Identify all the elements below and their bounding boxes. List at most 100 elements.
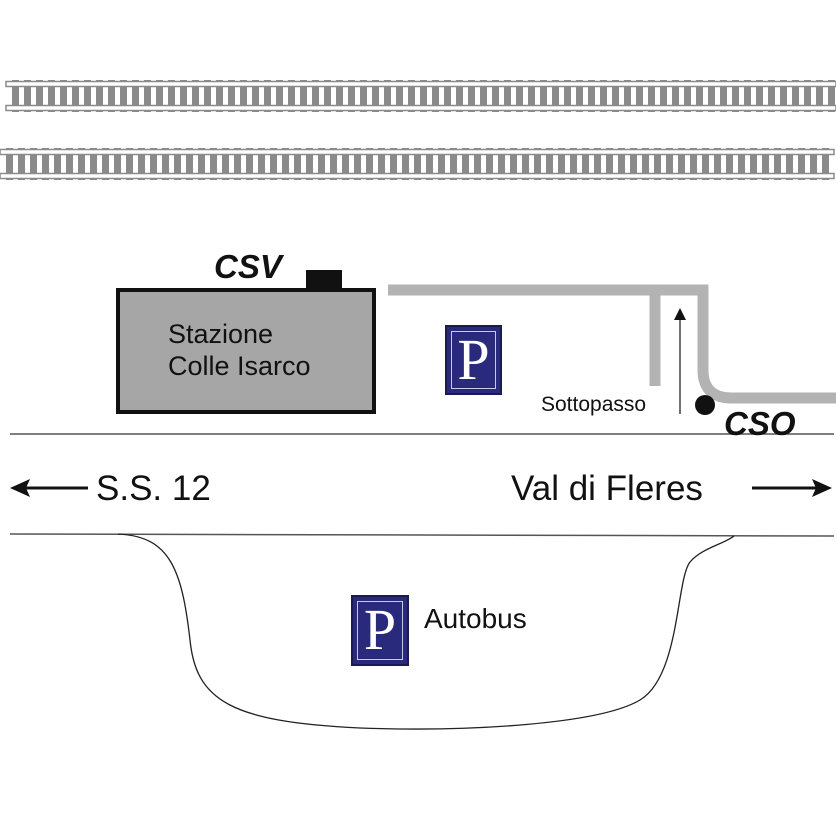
railway-tie [504, 80, 511, 112]
railway-tie [432, 80, 439, 112]
railway-tie [90, 148, 97, 180]
railway-tie [402, 148, 409, 180]
railway-tie [714, 148, 721, 180]
parking-letter: P [363, 597, 397, 662]
railway-tie [180, 80, 187, 112]
railway-tie [96, 80, 103, 112]
railway-tie [186, 148, 193, 180]
railway-tie [60, 80, 67, 112]
railway-tie [630, 148, 637, 180]
railway-tie [510, 148, 517, 180]
railway-tie [786, 148, 793, 180]
station-building [116, 288, 376, 414]
railway-tie [654, 148, 661, 180]
railway-tie [810, 148, 817, 180]
railway-tie [696, 80, 703, 112]
railway-tie [636, 80, 643, 112]
parking-sign-icon: P [351, 595, 409, 666]
csv-box-icon [306, 270, 342, 288]
railway-tie [120, 80, 127, 112]
railway-tie [426, 148, 433, 180]
csv-label: CSV [214, 248, 282, 285]
railway-tie [624, 80, 631, 112]
railway-tie [348, 80, 355, 112]
railway-tie [642, 148, 649, 180]
cso-label: CSO [724, 405, 796, 442]
railway-tie [174, 148, 181, 180]
railway-tie [132, 80, 139, 112]
railway-tie [198, 148, 205, 180]
railway-tie [456, 80, 463, 112]
road-east-label: Val di Fleres [511, 469, 703, 508]
bus-parking-area [117, 533, 735, 730]
railway-tie [606, 148, 613, 180]
railway-tie [66, 148, 73, 180]
railway-tie [138, 148, 145, 180]
railway-tie [486, 148, 493, 180]
railway-tie [558, 148, 565, 180]
railway-tie [48, 80, 55, 112]
railway-track-bottom [0, 148, 835, 180]
railway-tie [234, 148, 241, 180]
railway-tie [534, 148, 541, 180]
railway-tie [36, 80, 43, 112]
railway-tie [252, 80, 259, 112]
railway-tie [54, 148, 61, 180]
railway-tie [78, 148, 85, 180]
walkway-path [388, 284, 836, 404]
railway-tie [354, 148, 361, 180]
railway-tie [282, 148, 289, 180]
railway-tie [156, 80, 163, 112]
railway-tie [480, 80, 487, 112]
railway-tie [366, 148, 373, 180]
railway-tie [540, 80, 547, 112]
station-label-line2: Colle Isarco [168, 351, 311, 381]
railway-tie [144, 80, 151, 112]
railway-tie [648, 80, 655, 112]
railway-tie [270, 148, 277, 180]
railway-tie [6, 148, 13, 180]
railway-tie [750, 148, 757, 180]
railway-tie [240, 80, 247, 112]
railway-tie [420, 80, 427, 112]
railway-tie [792, 80, 799, 112]
railway-tie [336, 80, 343, 112]
railway-tie [324, 80, 331, 112]
railway-tie [528, 80, 535, 112]
railway-tie [576, 80, 583, 112]
railway-tie [258, 148, 265, 180]
railway-tie [438, 148, 445, 180]
railway-tie [306, 148, 313, 180]
bus-label: Autobus [424, 603, 527, 634]
railway-tie [774, 148, 781, 180]
underpass-label: Sottopasso [541, 393, 647, 416]
railway-tie [390, 148, 397, 180]
railway-tie [222, 148, 229, 180]
railway-tie [210, 148, 217, 180]
railway-tie [150, 148, 157, 180]
railway-tie [600, 80, 607, 112]
railway-tie [780, 80, 787, 112]
railway-tie [546, 148, 553, 180]
railway-tie [738, 148, 745, 180]
railway-tie [216, 80, 223, 112]
railway-tie [522, 148, 529, 180]
railway-rail [0, 172, 835, 180]
railway-tie [330, 148, 337, 180]
railway-tie [822, 148, 829, 180]
railway-tie [72, 80, 79, 112]
railway-tie [108, 80, 115, 112]
railway-tie [498, 148, 505, 180]
railway-tie [468, 80, 475, 112]
railway-tie [18, 148, 25, 180]
railway-tie [192, 80, 199, 112]
railway-tie [204, 80, 211, 112]
railway-tie [444, 80, 451, 112]
railway-tie [408, 80, 415, 112]
railway-tie [276, 80, 283, 112]
station-label: Stazione Colle Isarco [168, 318, 311, 382]
railway-tie [732, 80, 739, 112]
railway-tie [288, 80, 295, 112]
railway-tie [228, 80, 235, 112]
railway-tie [372, 80, 379, 112]
